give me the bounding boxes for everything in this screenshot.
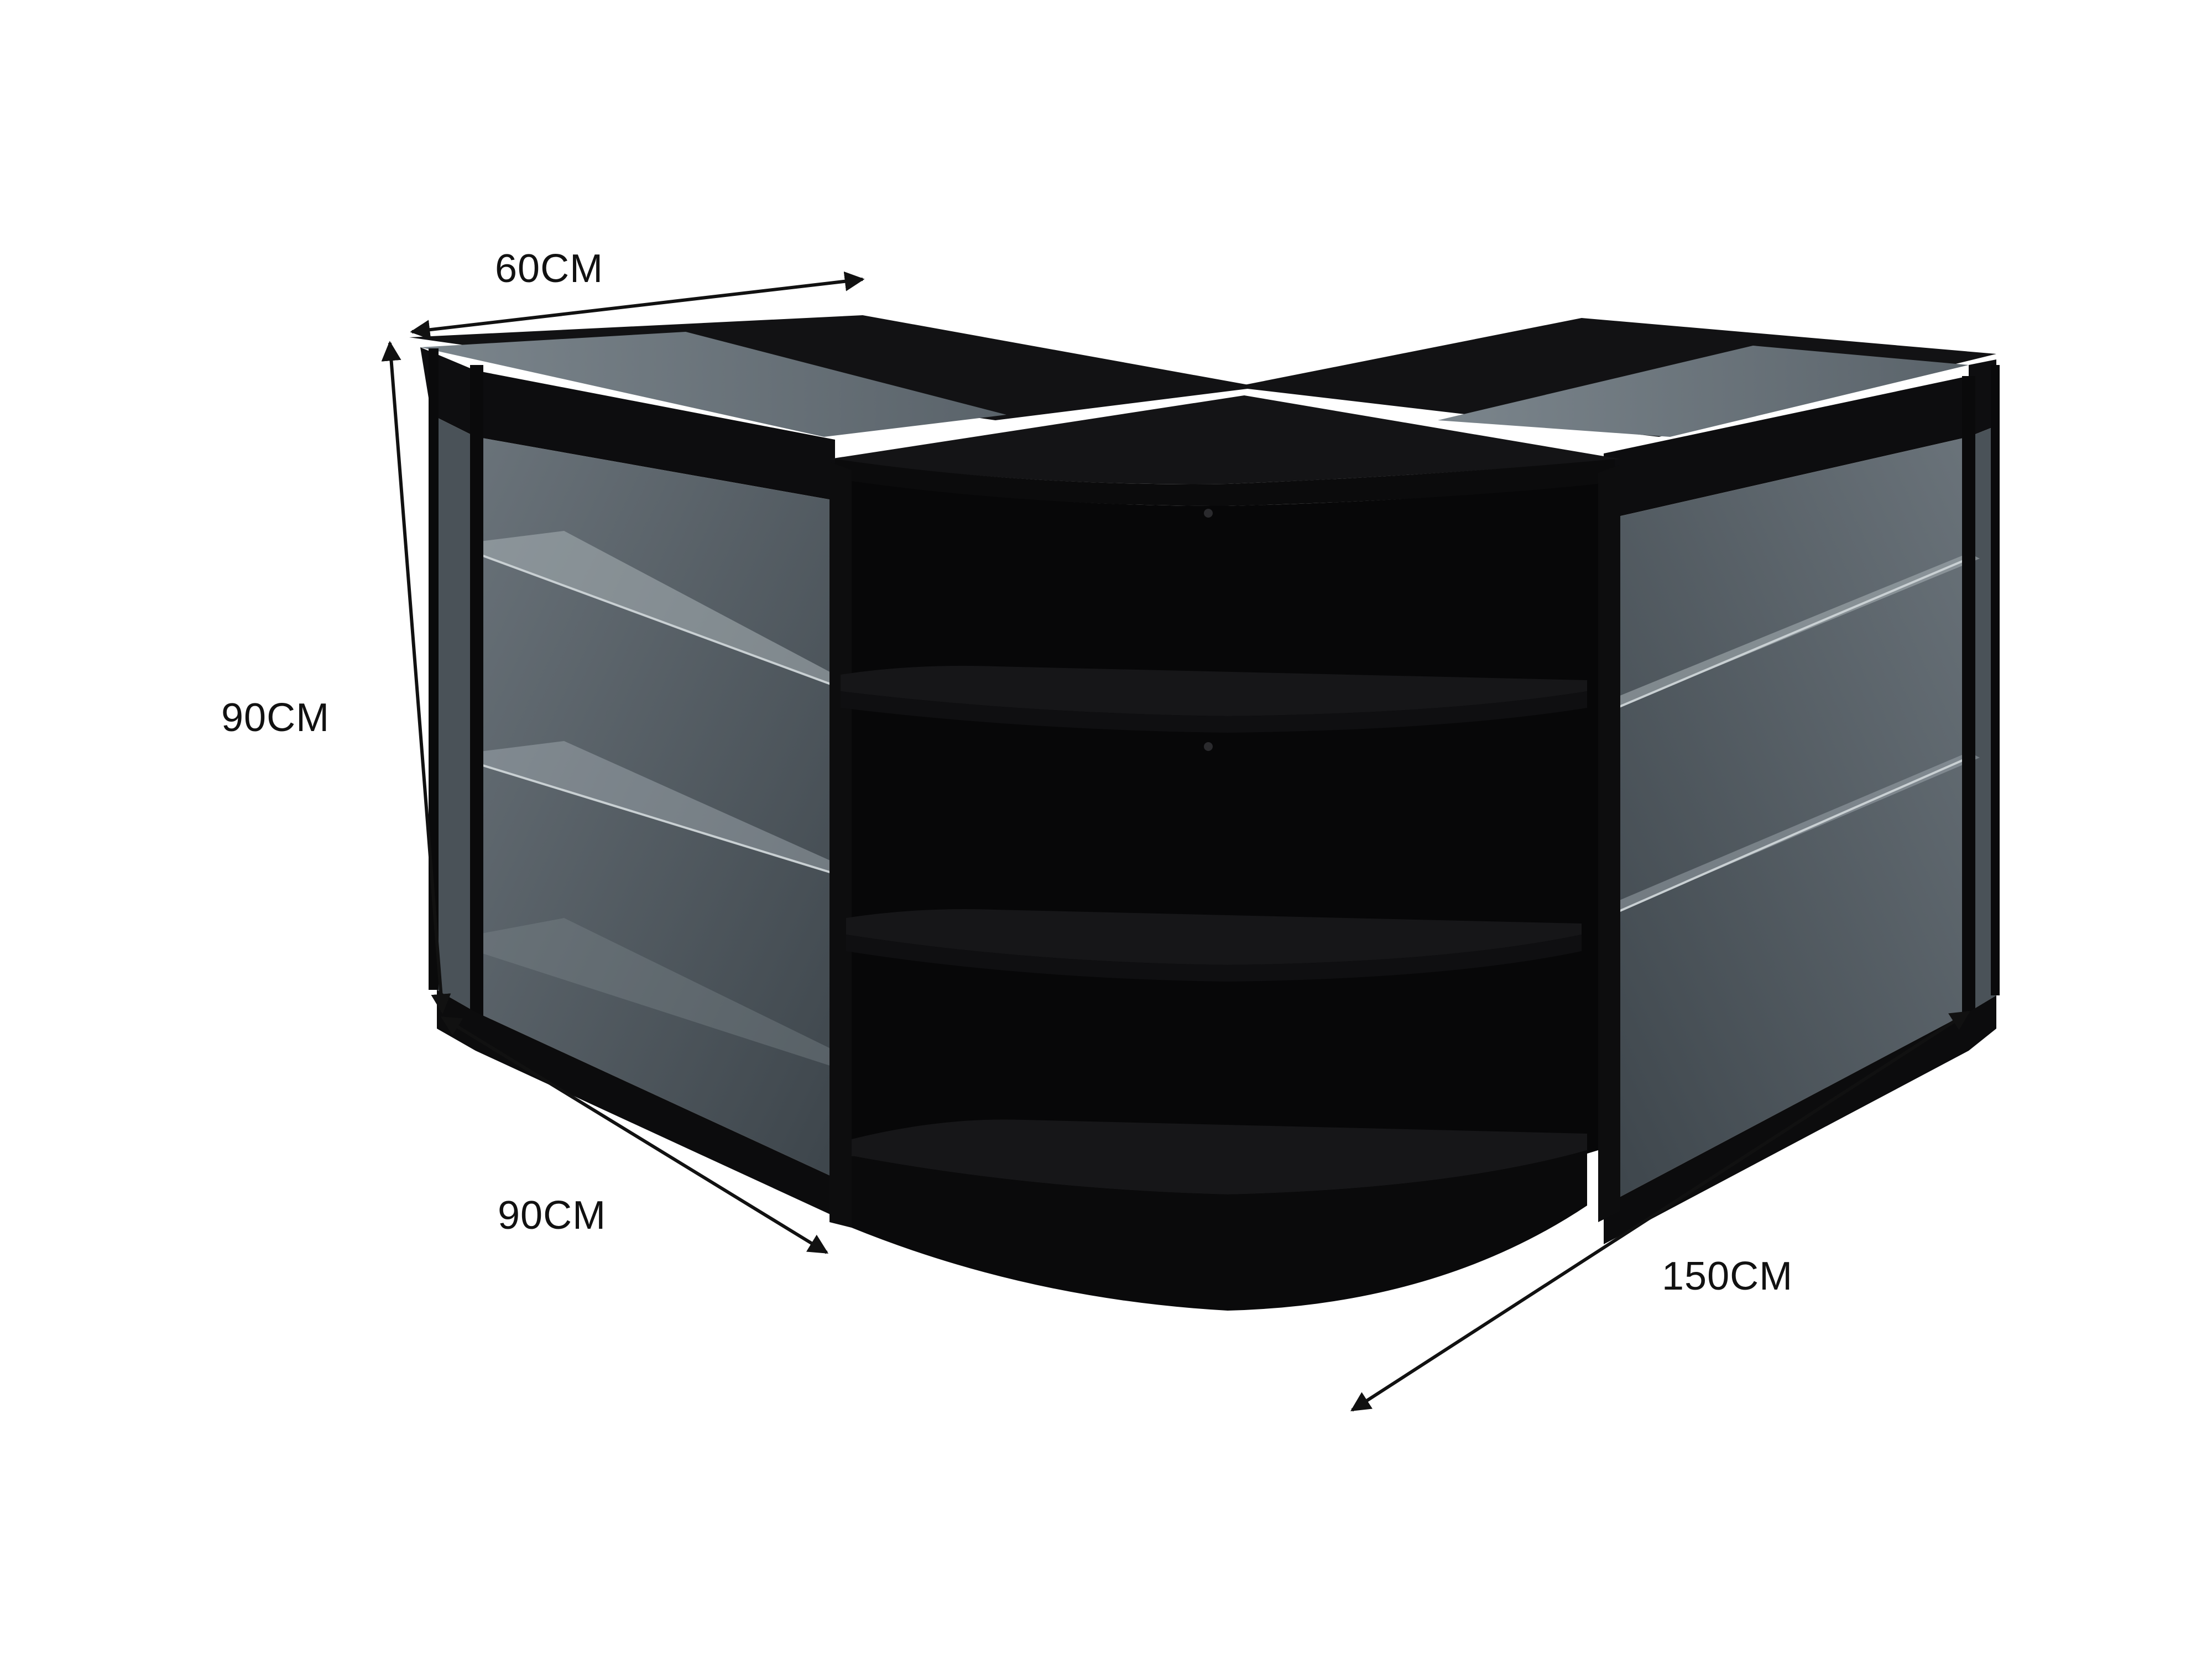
shelf-pin-lower (1204, 742, 1213, 751)
right-end-top-band (1969, 359, 1996, 437)
corner-top-edge (835, 459, 1615, 506)
dimension-label-left-length: 90CM (498, 1193, 606, 1238)
left-upper-shelf-edge (475, 552, 836, 687)
shelf-pin-upper (1204, 509, 1213, 518)
right-top-surface-black (1233, 318, 1996, 437)
right-side-glass (1604, 437, 1969, 1206)
right-end-glass (1969, 426, 1996, 1012)
right-back-post (1991, 365, 2000, 995)
left-top-glass (420, 332, 1006, 437)
corner-shelf-2 (846, 909, 1582, 965)
right-lower-shelf-edge (1603, 757, 1969, 919)
corner-top-surface (830, 395, 1620, 484)
left-side-top-band (476, 371, 835, 500)
dimension-label-right-length: 150CM (1662, 1254, 1793, 1298)
left-side-glass (476, 437, 835, 1178)
left-lower-shelf-edge (475, 762, 836, 875)
dimension-line-left-length (440, 1016, 829, 1254)
dimension-annotations (381, 271, 1971, 1412)
dimension-label-height: 90CM (221, 696, 330, 740)
dimension-line-height (381, 341, 451, 1014)
right-top-glass (1438, 346, 1969, 437)
corner-shelf-1-edge (841, 691, 1587, 733)
corner-right-upright (1598, 465, 1620, 1222)
right-upper-shelf-edge (1603, 557, 1969, 714)
dimension-label-depth: 60CM (495, 247, 603, 291)
corner-interior (852, 481, 1598, 1206)
corner-left-upright (830, 462, 852, 1228)
corner-shelf-unit (830, 395, 1620, 1311)
left-lower-glass-shelf (476, 741, 835, 874)
left-front-post (470, 365, 483, 1018)
right-side-top-band (1604, 376, 1969, 520)
dimension-line-depth (410, 271, 865, 340)
dimension-line-right-length (1350, 1010, 1971, 1412)
corner-shelf-2-edge (846, 935, 1582, 982)
corner-shelf-1 (841, 666, 1587, 716)
right-front-post (1962, 376, 1975, 1018)
left-upper-glass-shelf (476, 531, 835, 686)
